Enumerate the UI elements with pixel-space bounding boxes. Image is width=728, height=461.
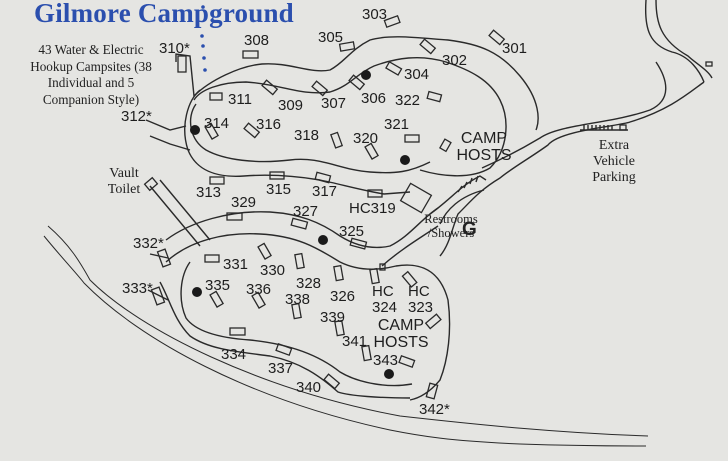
restroom-building — [379, 175, 487, 271]
site-342: 342* — [419, 401, 450, 418]
site-335: 335 — [205, 277, 231, 294]
camp-hosts-lower-label: CAMP HOSTS — [373, 317, 429, 351]
site-318: 318 — [294, 127, 320, 144]
site-301: 301 — [502, 40, 528, 57]
site-317: 317 — [312, 183, 338, 200]
site-326: 326 — [330, 288, 356, 305]
site-303: 303 — [362, 6, 388, 23]
campsite-summary: 43 Water & Electric Hookup Campsites (38… — [30, 42, 152, 107]
site-340: 340 — [296, 379, 322, 396]
site-324: HC 324 — [372, 283, 398, 316]
site-310: 310* — [159, 40, 190, 57]
site-311: 311 — [228, 91, 252, 108]
lower-loop — [147, 207, 451, 401]
site-332: 332* — [133, 235, 164, 252]
site-306: 306 — [361, 90, 387, 107]
site-343: 343 — [373, 352, 399, 369]
site-308: 308 — [244, 32, 270, 49]
site-320: 320 — [353, 130, 379, 147]
site-323: HC 323 — [408, 283, 434, 316]
site-302: 302 — [442, 52, 468, 69]
site-339: 339 — [320, 309, 346, 326]
site-330: 330 — [260, 262, 286, 279]
page-title: Gilmore Campground — [34, 0, 294, 28]
camp-hosts-upper-label: CAMP HOSTS — [456, 130, 512, 164]
site-334: 334 — [221, 346, 247, 363]
site-304: 304 — [404, 66, 430, 83]
parking-strip — [580, 124, 628, 131]
site-336: 336 — [246, 281, 272, 298]
site-327: 327 — [293, 203, 319, 220]
markers — [190, 70, 410, 379]
vault-toilet-label: Vault Toilet — [107, 166, 141, 197]
site-315: 315 — [266, 181, 292, 198]
site-312: 312* — [121, 108, 152, 125]
site-316: 316 — [256, 116, 282, 133]
site-319: HC319 — [349, 200, 396, 217]
upper-loop — [143, 36, 539, 247]
site-314: 314 — [204, 115, 230, 132]
site-313: 313 — [196, 184, 222, 201]
site-331: 331 — [223, 256, 249, 273]
entrance-road — [439, 0, 713, 257]
site-338: 338 — [285, 291, 311, 308]
site-329: 329 — [231, 194, 257, 211]
site-321: 321 — [384, 116, 410, 133]
extra-parking-label: Extra Vehicle Parking — [592, 138, 636, 185]
site-305: 305 — [318, 29, 344, 46]
site-pads — [150, 14, 506, 400]
highway — [43, 225, 649, 447]
entrance-gate-label: G — [462, 219, 477, 240]
restrooms-label: Restrooms /Showers — [424, 212, 478, 240]
trail-dots — [200, 5, 207, 72]
site-322: 322 — [395, 92, 421, 109]
site-325: 325 — [339, 223, 365, 240]
site-333: 333* — [122, 280, 153, 297]
site-309: 309 — [278, 97, 304, 114]
site-307: 307 — [321, 95, 347, 112]
site-337: 337 — [268, 360, 294, 377]
site-341: 341 — [342, 333, 368, 350]
site-328: 328 — [296, 275, 322, 292]
